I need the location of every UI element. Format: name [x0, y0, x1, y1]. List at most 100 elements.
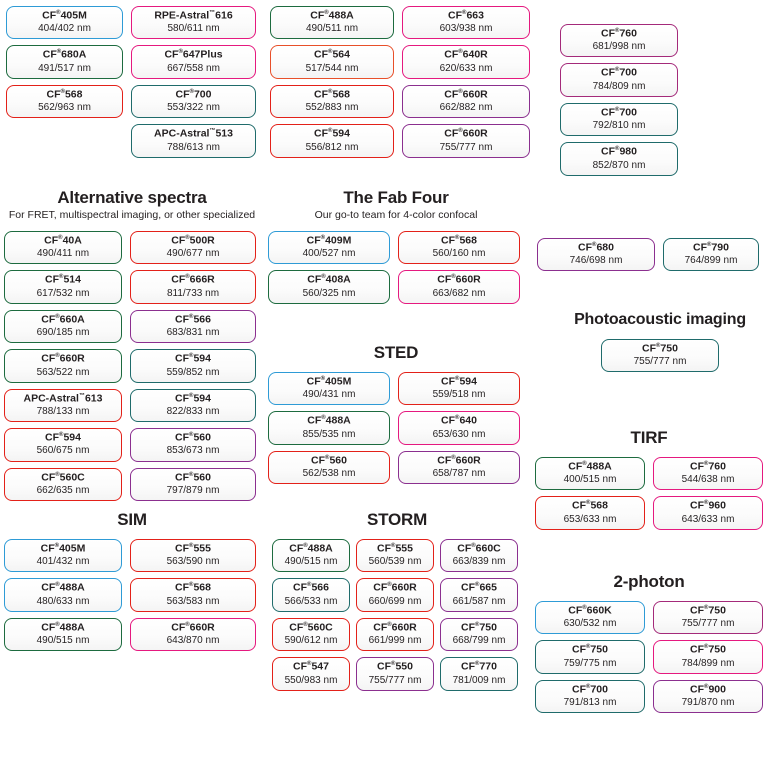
dye-name: CF®660R [41, 352, 85, 365]
trademark-symbol: ® [55, 313, 60, 320]
dye-name: CF®790 [693, 241, 729, 254]
dye-spectra: 663/839 nm [452, 556, 506, 568]
dye-spectra: 853/673 nm [166, 445, 220, 457]
dye-spectra: 400/515 nm [563, 474, 617, 486]
dye-spectra: 560/675 nm [36, 445, 90, 457]
dye-spectra: 788/613 nm [167, 141, 220, 153]
trademark-symbol: ® [615, 106, 620, 113]
trademark-symbol: ™ [209, 128, 216, 135]
trademark-symbol: ® [189, 432, 194, 439]
dye-name: CF®40A [44, 234, 82, 247]
dye-spectra: 404/402 nm [38, 23, 91, 35]
dye-name: CF®660R [373, 581, 417, 594]
dye-name: CF®566 [293, 581, 329, 594]
dye-spectra: 603/938 nm [439, 23, 493, 35]
dye-name: CF®568 [572, 499, 608, 512]
trademark-symbol: ® [321, 274, 326, 281]
trademark-symbol: ® [462, 10, 467, 16]
dye-spectra: 490/515 nm [284, 556, 338, 568]
dye-name: CF®566 [175, 313, 211, 326]
dye-name: CF®405M [306, 375, 352, 388]
dye-spectra: 560/325 nm [302, 287, 356, 299]
section-title: STORM [366, 510, 428, 529]
